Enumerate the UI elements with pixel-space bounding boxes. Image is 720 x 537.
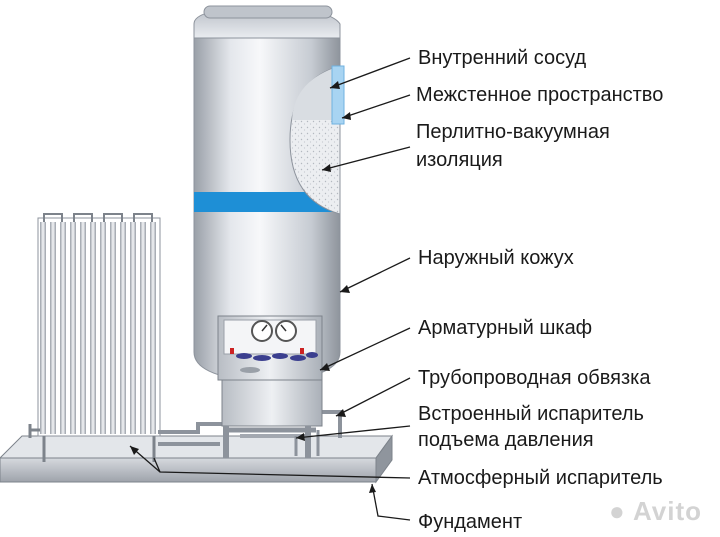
label-inner-vessel: Внутренний сосуд (418, 47, 587, 69)
leader-lines (129, 57, 411, 521)
valve-handles (230, 348, 318, 373)
label-vaporizer-line1: Встроенный испаритель (418, 403, 644, 425)
watermark-text: Avito (632, 496, 702, 526)
label-atm-vaporizer: Атмосферный испаритель (418, 467, 663, 489)
tank-legs (223, 426, 311, 458)
label-insulation-line1: Перлитно-вакуумная (416, 121, 610, 143)
vaporizer-legs (42, 436, 156, 462)
avito-logo-icon: ● (608, 496, 626, 526)
vaporizer-top-headers (43, 213, 153, 222)
label-valve-cabinet: Арматурный шкаф (418, 317, 593, 339)
tank-cutaway (289, 65, 345, 215)
pressure-build-vaporizer (221, 379, 323, 458)
label-interwall-space: Межстенное пространство (416, 84, 664, 106)
avito-watermark: ● Avito (609, 496, 702, 527)
cryogenic-tank (193, 5, 345, 383)
label-insulation-line2: изоляция (416, 149, 503, 171)
atmospheric-vaporizer (28, 213, 161, 462)
foundation-slab (0, 434, 393, 484)
label-vaporizer-line2: подъема давления (418, 429, 594, 451)
valve-cabinet (217, 315, 323, 381)
label-foundation: Фундамент (418, 511, 523, 533)
vaporizer-fins (40, 222, 156, 434)
tank-blue-band (194, 192, 340, 212)
interwall-space (331, 65, 345, 125)
leader-arrowheads (130, 81, 376, 493)
vaporizer-bottom-pipe (28, 424, 40, 438)
label-piping: Трубопроводная обвязка (418, 367, 651, 389)
label-outer-casing: Наружный кожух (418, 247, 574, 269)
